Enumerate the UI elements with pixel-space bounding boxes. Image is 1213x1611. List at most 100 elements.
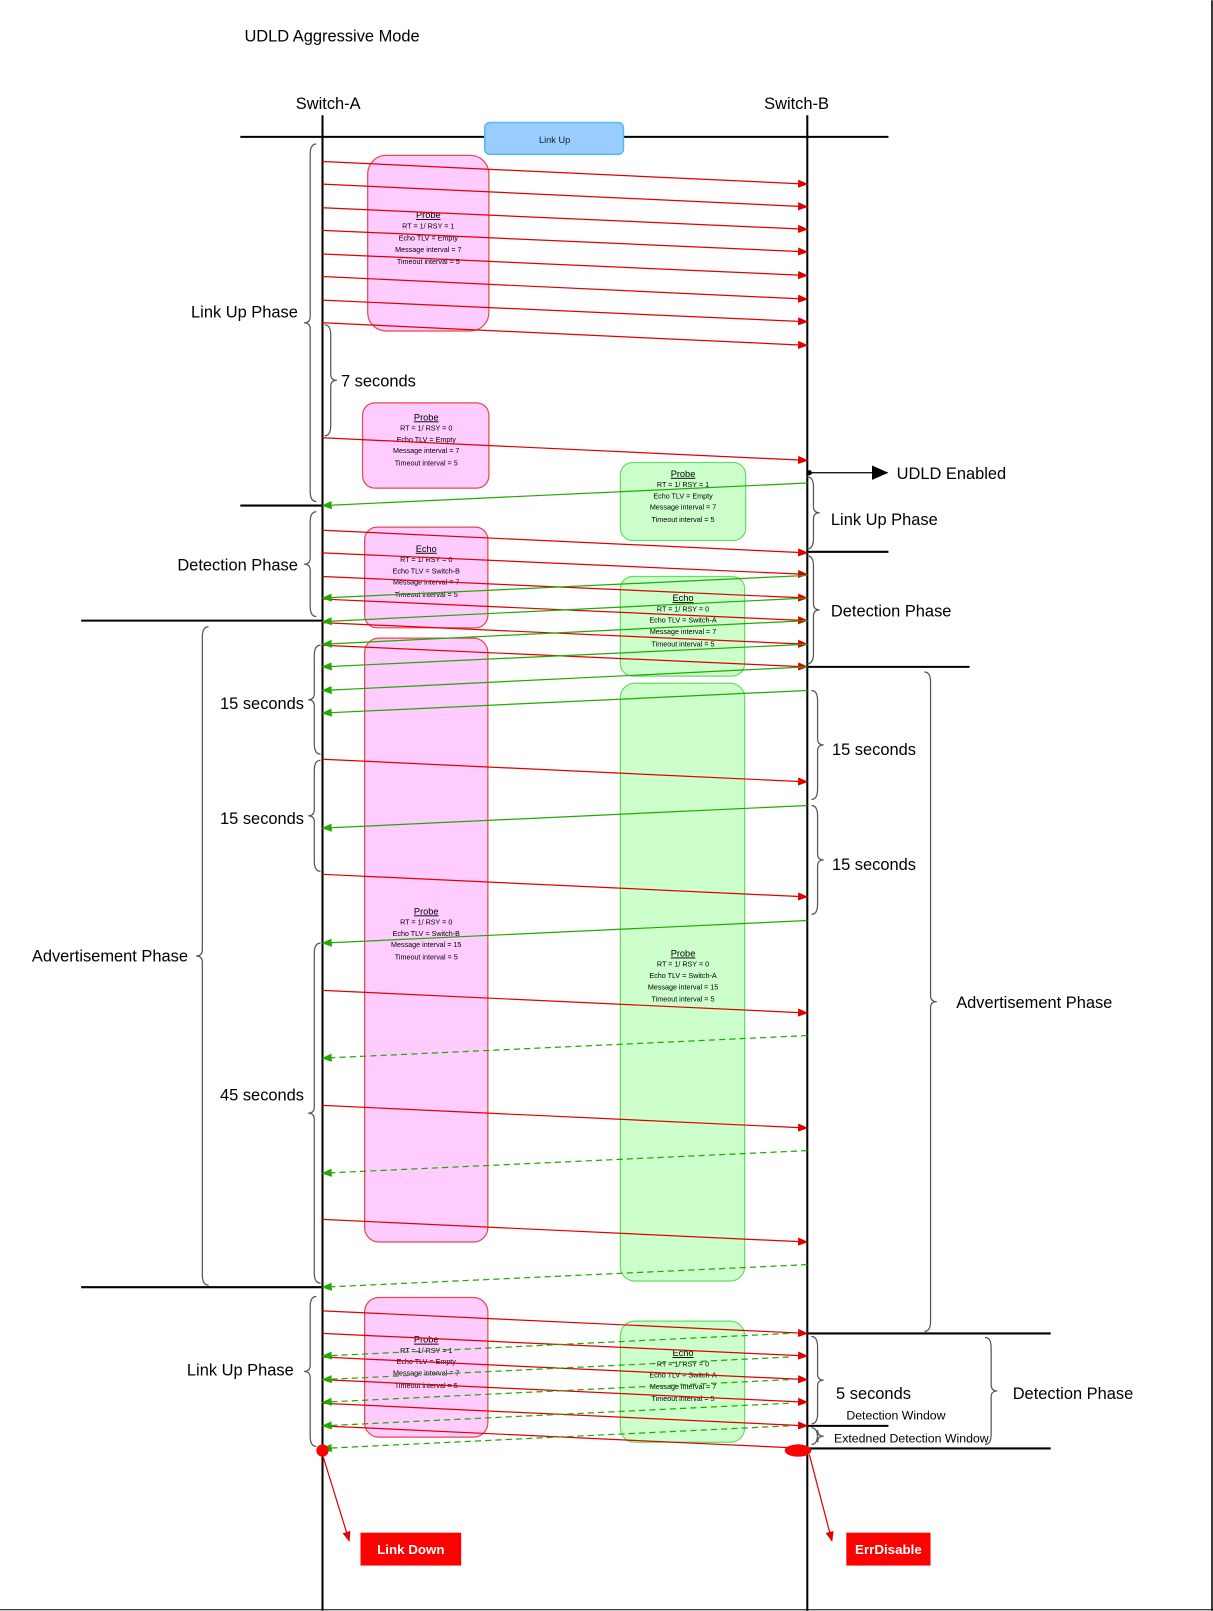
diagram-title: UDLD Aggressive Mode: [244, 27, 419, 45]
link-down-indicator: Link Down: [316, 1444, 462, 1566]
svg-text:Probe: Probe: [414, 906, 439, 916]
svg-text:Probe: Probe: [416, 210, 441, 220]
svg-text:Timeout interval = 5: Timeout interval = 5: [652, 996, 715, 1004]
message-a-to-b: [322, 160, 809, 188]
svg-text:Timeout interval = 5: Timeout interval = 5: [397, 258, 460, 266]
svg-text:RT = 1/ RSY = 1: RT = 1/ RSY = 1: [402, 222, 454, 230]
box-probe-a2: Probe RT = 1/ RSY = 0 Echo TLV = Empty M…: [361, 402, 490, 489]
message-a-to-b: [322, 1379, 809, 1406]
svg-text:Message interval = 7: Message interval = 7: [395, 246, 461, 254]
svg-text:Message interval = 7: Message interval = 7: [393, 1370, 459, 1378]
message-b-to-a-lost: [321, 1425, 789, 1453]
errdisable-indicator: ErrDisable: [784, 1444, 931, 1566]
link-down-badge: [360, 1532, 462, 1566]
brace-left-15s-2: [308, 759, 321, 872]
message-b-to-a: [321, 643, 808, 671]
brace-left-link-up-2: [303, 1295, 317, 1448]
message-a-to-b: [322, 299, 809, 326]
svg-text:Timeout interval = 5: Timeout interval = 5: [395, 1382, 458, 1390]
message-b-to-a: [321, 666, 808, 695]
brace-right-advertisement: [924, 671, 937, 1332]
svg-text:Probe: Probe: [414, 412, 439, 422]
message-a-to-b: [322, 873, 809, 901]
message-a-to-b: [322, 1332, 809, 1360]
svg-text:Message interval = 7: Message interval = 7: [650, 504, 716, 512]
right-link-up-phase: Link Up Phase: [831, 511, 938, 529]
box-probe-a3: Probe RT = 1/ RSY = 0 Echo TLV = Switch-…: [364, 637, 489, 1243]
brace-left-7s: [324, 324, 337, 437]
message-a-to-b: [322, 989, 809, 1017]
svg-text:RT = 1/ RSY = 0: RT = 1/ RSY = 0: [657, 605, 709, 613]
svg-text:RT = 1/ RSY = 0: RT = 1/ RSY = 0: [657, 961, 709, 969]
svg-text:Message interval = 7: Message interval = 7: [393, 579, 459, 587]
message-a-to-b: [322, 207, 809, 233]
svg-text:RT = 1/ RSY = 0: RT = 1/ RSY = 0: [400, 919, 452, 927]
messages: [321, 160, 809, 1453]
box-probe-a1: Probe RT = 1/ RSY = 1 Echo TLV = Empty M…: [367, 154, 490, 332]
message-a-to-b: [322, 758, 809, 786]
svg-text:Echo: Echo: [672, 593, 693, 603]
message-b-to-a-lost: [321, 1149, 808, 1177]
brace-right-5s: [811, 1335, 824, 1425]
message-a-to-b: [322, 229, 809, 256]
box-probe-b1: Probe RT = 1/ RSY = 1 Echo TLV = Empty M…: [619, 461, 747, 542]
message-b-to-a: [321, 804, 808, 832]
svg-text:Message interval = 7: Message interval = 7: [393, 447, 459, 455]
message-a-to-b: [322, 1356, 809, 1384]
brace-left-45s: [308, 942, 321, 1284]
right-five-seconds: 5 seconds: [836, 1385, 911, 1403]
message-a-to-b: [322, 437, 809, 465]
left-fifteen-seconds-1: 15 seconds: [220, 695, 304, 713]
link-up-box: Link Up: [484, 121, 625, 156]
box-probe-a4: Probe RT = 1/ RSY = 1 Echo TLV = Empty M…: [364, 1296, 489, 1438]
switch-a-label: Switch-A: [296, 95, 361, 113]
message-b-to-a: [321, 574, 808, 602]
switch-b-label: Switch-B: [764, 95, 829, 113]
svg-text:Echo: Echo: [416, 544, 437, 554]
message-b-to-a-lost: [321, 1379, 789, 1406]
message-b-to-a: [321, 482, 808, 510]
brace-left-detection: [303, 511, 317, 618]
message-b-to-a-lost: [321, 1356, 789, 1384]
message-a-to-b: [322, 1402, 809, 1430]
brace-left-advertisement: [196, 626, 209, 1286]
svg-text:RT = 1/ RSY = 0: RT = 1/ RSY = 0: [400, 556, 452, 564]
message-b-to-a: [321, 620, 808, 648]
message-b-to-a: [321, 919, 808, 947]
message-b-to-a-lost: [321, 1263, 808, 1291]
svg-text:Timeout interval = 5: Timeout interval = 5: [395, 591, 458, 599]
message-a-to-b: [322, 183, 809, 211]
svg-text:Probe: Probe: [414, 1335, 439, 1345]
svg-text:Echo TLV = Empty: Echo TLV = Empty: [397, 436, 457, 444]
right-detection-phase-2: Detection Phase: [1013, 1385, 1134, 1403]
udld-enabled-label: UDLD Enabled: [897, 465, 1007, 483]
message-a-to-b: [322, 552, 809, 579]
left-advertisement-phase: Advertisement Phase: [32, 948, 188, 966]
errdisable-badge: [846, 1532, 931, 1566]
brace-left-15s-1: [308, 644, 321, 755]
message-b-to-a: [321, 597, 808, 626]
left-seven-seconds: 7 seconds: [341, 372, 416, 390]
left-link-up-phase-2: Link Up Phase: [187, 1362, 294, 1380]
message-a-to-b: [322, 1310, 809, 1338]
link-down-label: Link Down: [377, 1542, 444, 1557]
svg-text:Echo TLV = Empty: Echo TLV = Empty: [399, 235, 459, 243]
svg-text:Timeout interval = 5: Timeout interval = 5: [395, 954, 458, 962]
svg-text:Echo TLV = Switch-A: Echo TLV = Switch-A: [649, 617, 717, 625]
message-a-to-b: [322, 622, 809, 648]
svg-text:Timeout interval = 5: Timeout interval = 5: [652, 640, 715, 648]
message-a-to-b: [322, 1425, 809, 1453]
brace-right-detection-2: [984, 1336, 998, 1445]
message-b-to-a-lost: [321, 1402, 789, 1430]
svg-text:Message interval = 7: Message interval = 7: [650, 1383, 716, 1391]
message-a-to-b: [322, 529, 809, 557]
box-probe-b2: Probe RT = 1/ RSY = 0 Echo TLV = Switch-…: [619, 682, 746, 1282]
svg-text:Echo TLV = Switch-B: Echo TLV = Switch-B: [393, 930, 461, 938]
svg-text:RT = 1/ RSY = 0: RT = 1/ RSY = 0: [657, 1360, 709, 1368]
left-forty-five-seconds: 45 seconds: [220, 1086, 304, 1104]
message-a-to-b: [322, 253, 809, 280]
box-echo-b2: Echo RT = 1/ RSY = 0 Echo TLV = Switch-A…: [619, 1320, 746, 1443]
svg-text:Echo TLV = Switch-A: Echo TLV = Switch-A: [649, 972, 717, 980]
link-up-label: Link Up: [539, 135, 570, 145]
